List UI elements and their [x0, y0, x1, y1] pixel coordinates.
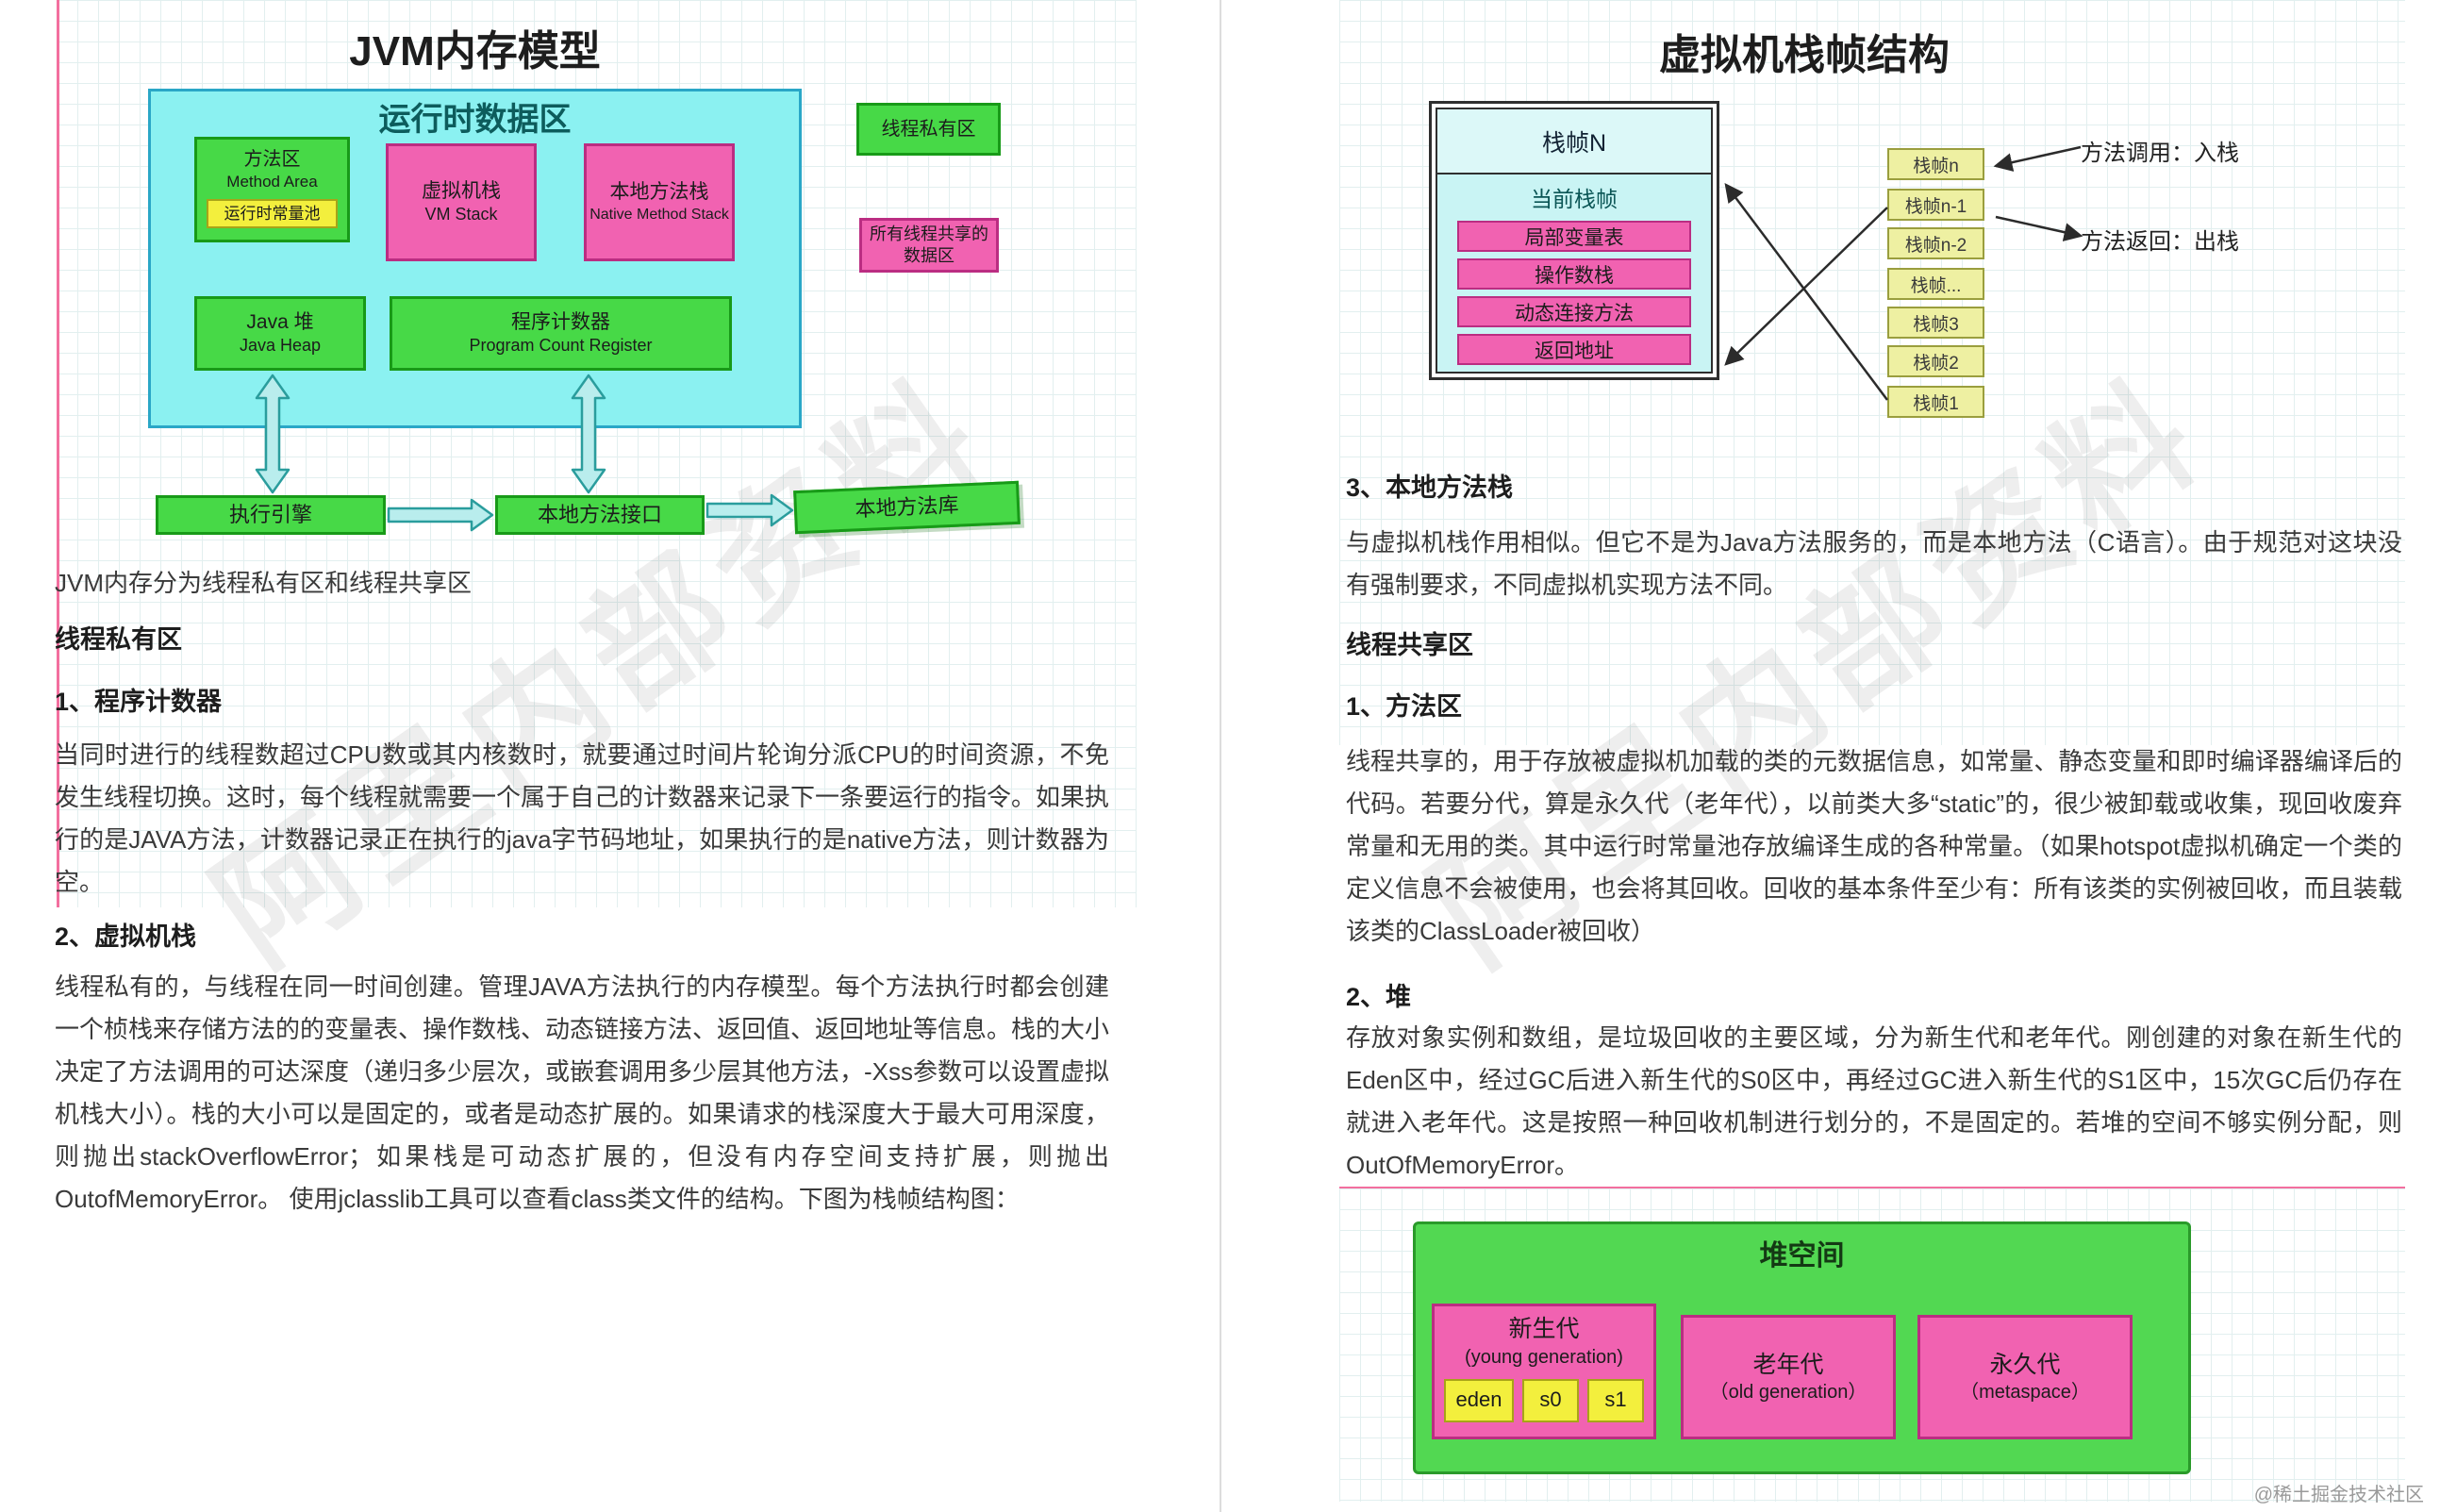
stack-frame-n1-item: 栈帧n-1 — [1887, 189, 1984, 221]
young-generation-parts: eden s0 s1 — [1444, 1378, 1644, 1422]
s1-box: s1 — [1587, 1378, 1644, 1422]
community-credit: @稀土掘金技术社区 — [2253, 1485, 2424, 1505]
vm-stack-label-en: VM Stack — [424, 205, 498, 224]
vm-stack-box: 虚拟机栈 VM Stack — [386, 143, 537, 261]
pop-label: 方法返回：出栈 — [2081, 229, 2239, 255]
thread-private-legend-box: 线程私有区 — [856, 103, 1001, 156]
thread-private-legend-label: 线程私有区 — [881, 119, 976, 140]
young-generation-box: 新生代 (young generation) eden s0 s1 — [1432, 1304, 1656, 1439]
stack-frame-n2-item: 栈帧n-2 — [1887, 227, 1984, 259]
java-heap-box: Java 堆 Java Heap — [194, 296, 366, 371]
paragraph-method-area: 线程共享的，用于存放被虚拟机加载的类的元数据信息，如常量、静态变量和即时编译器编… — [1346, 747, 2402, 945]
double-arrow-heap-engine — [255, 374, 290, 494]
permanent-generation-label-en: （metaspace） — [1960, 1382, 2090, 1404]
right-page-title: 虚拟机栈帧结构 — [1659, 32, 1950, 78]
young-generation-label-en: (young generation) — [1465, 1346, 1623, 1368]
shared-data-legend-box: 所有线程共享的 数据区 — [859, 218, 999, 273]
left-page-title: JVM内存模型 — [349, 28, 601, 75]
heading-method-area: 1、方法区 — [1346, 692, 1463, 721]
push-label: 方法调用：入栈 — [2081, 141, 2239, 166]
paragraph-heap: 存放对象实例和数组，是垃圾回收的主要区域，分为新生代和老年代。刚创建的对象在新生… — [1346, 1023, 2402, 1179]
left-intro-text: JVM内存分为线程私有区和线程共享区 — [55, 569, 473, 597]
frame-link-arrow-down — [1724, 207, 1888, 366]
heading-native-method-stack: 3、本地方法栈 — [1346, 474, 1514, 502]
heap-space-title: 堆空间 — [1759, 1240, 1845, 1271]
method-area-label-en: Method Area — [226, 173, 318, 191]
heading-heap: 2、堆 — [1346, 983, 1412, 1011]
paragraph-pc-counter: 当同时进行的线程数超过CPU数或其内核数时，就要通过时间片轮询分派CPU的时间资… — [55, 740, 1110, 896]
s0-box: s0 — [1522, 1378, 1579, 1422]
push-arrow — [1993, 145, 2082, 172]
stack-frame-1-item: 栈帧1 — [1887, 386, 1984, 418]
heading-vm-stack: 2、虚拟机栈 — [55, 922, 197, 951]
heading-pc-counter: 1、程序计数器 — [55, 688, 223, 716]
stack-frame-n-item: 栈帧n — [1887, 148, 1984, 180]
stack-frame-2-item: 栈帧2 — [1887, 345, 1984, 377]
old-generation-label-en: （old generation） — [1709, 1382, 1867, 1404]
pc-register-label-cn: 程序计数器 — [511, 311, 610, 334]
runtime-constant-pool-label: 运行时常量池 — [224, 204, 321, 223]
java-heap-label-cn: Java 堆 — [246, 311, 314, 334]
shared-data-legend-line1: 所有线程共享的 — [870, 224, 988, 243]
old-generation-box: 老年代 （old generation） — [1681, 1315, 1896, 1439]
young-generation-label-cn: 新生代 — [1508, 1316, 1580, 1342]
native-method-stack-label-cn: 本地方法栈 — [609, 181, 709, 204]
heading-thread-shared: 线程共享区 — [1346, 631, 1473, 659]
old-generation-label-cn: 老年代 — [1752, 1351, 1824, 1378]
arrow-interface-to-library — [705, 493, 794, 527]
right-diagram-arrows — [1724, 145, 2083, 401]
heading-thread-private: 线程私有区 — [55, 625, 182, 654]
stack-frame-n-box: 栈帧N 当前栈帧 局部变量表 操作数栈 动态连接方法 返回地址 — [1429, 101, 1719, 380]
paragraph-vm-stack: 线程私有的，与线程在同一时间创建。管理JAVA方法执行的内存模型。每个方法执行时… — [55, 972, 1110, 1213]
pc-register-box: 程序计数器 Program Count Register — [390, 296, 732, 371]
arrow-engine-to-interface — [387, 498, 494, 532]
java-heap-label-en: Java Heap — [239, 336, 322, 356]
pc-register-label-en: Program Count Register — [469, 336, 653, 356]
execution-engine-box: 执行引擎 — [156, 495, 386, 535]
frame-link-arrow-up — [1724, 183, 1888, 401]
permanent-generation-box: 永久代 （metaspace） — [1917, 1315, 2133, 1439]
method-area-label-cn: 方法区 — [243, 149, 301, 170]
stack-frame-dots-item: 栈帧... — [1887, 268, 1984, 300]
left-diagram-arrows — [255, 374, 794, 532]
runtime-data-area-title: 运行时数据区 — [378, 102, 572, 138]
current-frame-body: 当前栈帧 局部变量表 操作数栈 动态连接方法 返回地址 — [1437, 174, 1711, 372]
frame-row-return-address: 返回地址 — [1457, 334, 1691, 365]
frame-row-operand-stack: 操作数栈 — [1457, 258, 1691, 290]
frame-row-dynamic-link: 动态连接方法 — [1457, 296, 1691, 327]
column-divider — [1220, 0, 1221, 1512]
runtime-constant-pool-box: 运行时常量池 — [207, 199, 338, 229]
method-area-box: 方法区 Method Area 运行时常量池 — [194, 137, 350, 242]
pop-arrow — [1995, 215, 2083, 241]
permanent-generation-label-cn: 永久代 — [1989, 1351, 2061, 1378]
native-interface-label: 本地方法接口 — [537, 502, 662, 526]
vm-stack-label-cn: 虚拟机栈 — [422, 180, 501, 203]
current-frame-label: 当前栈帧 — [1531, 187, 1618, 211]
stack-frame-3-item: 栈帧3 — [1887, 307, 1984, 339]
shared-data-legend-line2: 数据区 — [904, 246, 954, 265]
left-margin-line — [57, 0, 59, 907]
frame-row-local-vars: 局部变量表 — [1457, 221, 1691, 252]
native-interface-box: 本地方法接口 — [495, 495, 705, 535]
execution-engine-label: 执行引擎 — [228, 502, 312, 526]
eden-box: eden — [1444, 1378, 1514, 1422]
stack-frame-n-inner: 栈帧N 当前栈帧 局部变量表 操作数栈 动态连接方法 返回地址 — [1436, 108, 1713, 374]
native-method-stack-box: 本地方法栈 Native Method Stack — [584, 143, 735, 261]
paragraph-native-method-stack: 与虚拟机栈作用相似。但它不是为Java方法服务的，而是本地方法（C语言）。由于规… — [1346, 528, 2402, 599]
stack-frame-n-header: 栈帧N — [1437, 109, 1711, 174]
double-arrow-pc-interface — [571, 374, 606, 494]
native-method-stack-label-en: Native Method Stack — [589, 206, 729, 223]
